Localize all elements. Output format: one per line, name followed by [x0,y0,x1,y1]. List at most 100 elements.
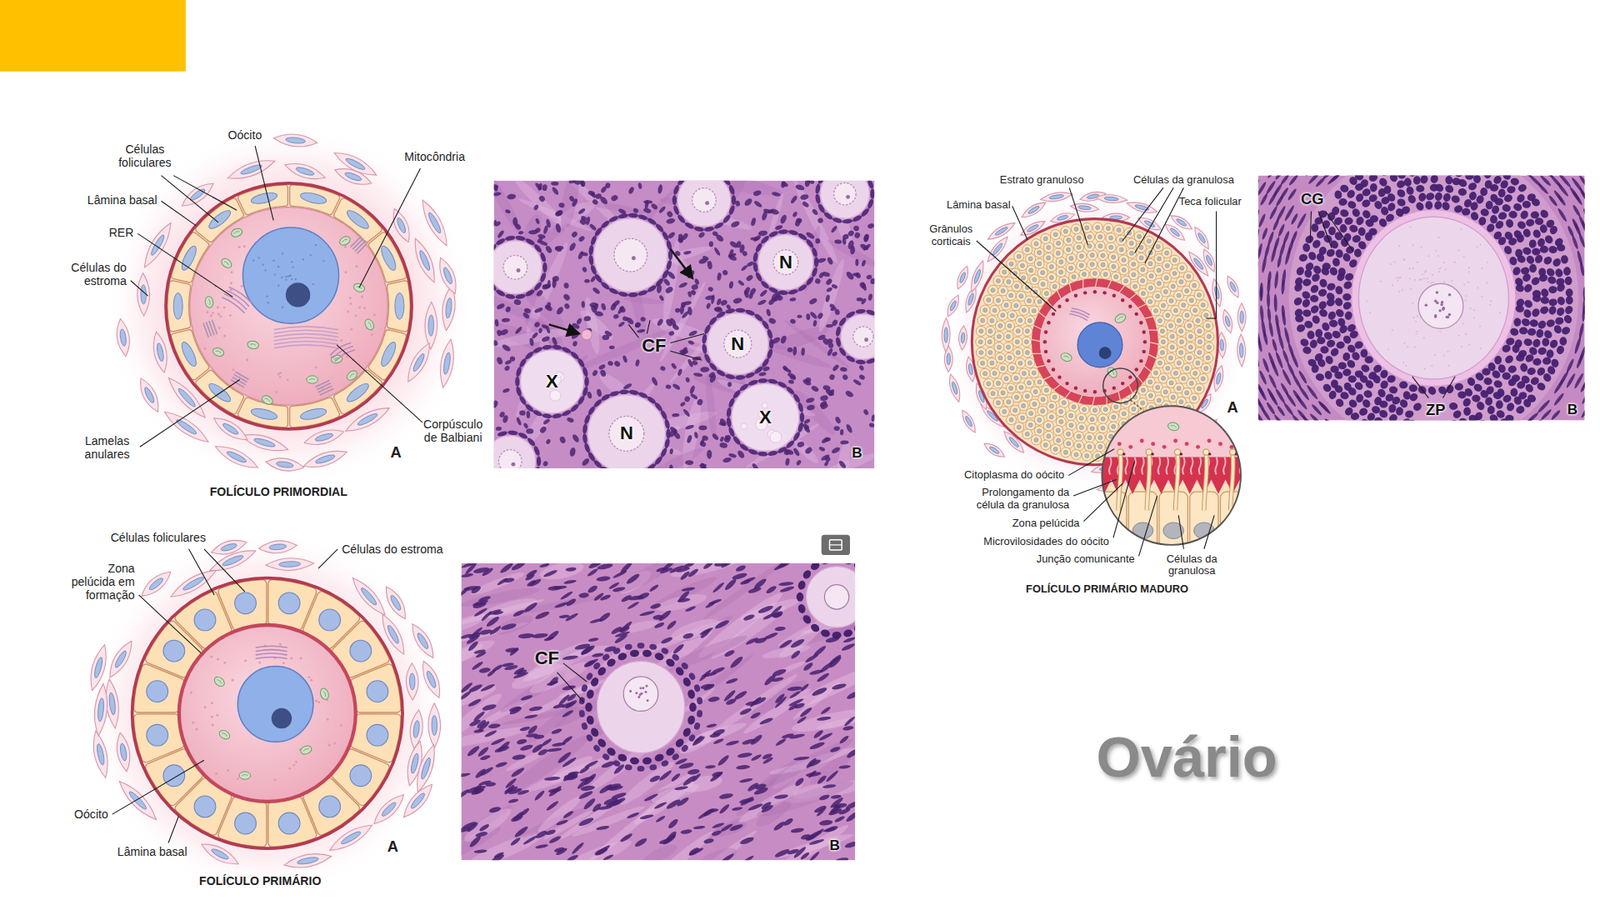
cell-nucleus [791,210,798,218]
chromatin [252,260,255,262]
cell-nucleus [792,447,801,457]
cell-nucleus [494,185,499,192]
cell-nucleus [1063,450,1068,455]
cell-nucleus [514,325,524,335]
cell-nucleus [278,592,300,615]
cell-nucleus [1173,308,1178,313]
cell-nucleus [163,765,185,787]
mitochondrion [1105,365,1120,380]
granulosa-cell [1003,331,1014,342]
vesicle [226,769,230,772]
granulosa-cell [983,295,994,305]
granulosa-cell [994,342,1005,353]
cell-nucleus [736,449,746,460]
cell-nucleus [155,342,165,362]
granulosa-cell [1010,373,1021,384]
microvillus [1190,457,1193,475]
cell-nucleus [676,368,683,377]
stroma-cell [425,301,438,350]
microvillus [1182,457,1185,475]
cell-nucleus [781,365,789,372]
stroma-cell [212,440,261,473]
granulosa-cell [975,347,986,358]
cell-nucleus [426,211,443,235]
cell-nucleus [1165,250,1170,255]
cell-nucleus [780,180,790,189]
cell-nucleus [959,271,967,284]
membrane-stack [1070,307,1090,321]
granulosa-cell [1203,352,1214,363]
cell-nucleus [830,283,838,290]
cell-nucleus [1049,194,1065,200]
cell-nucleus [1100,425,1105,430]
cell-nucleus [1160,303,1165,308]
cell-body [331,147,380,181]
stroma-cell [301,445,349,472]
vesicle [288,767,291,770]
cell-nucleus [599,369,607,378]
cell-nucleus [814,277,822,285]
cell-nucleus [750,217,757,227]
granulosa-cell [1200,363,1211,374]
cell-nucleus [550,336,558,346]
cell-nucleus [530,331,539,340]
cell-nucleus [621,355,628,364]
cell-nucleus [759,289,769,298]
granulosa-cell [1034,247,1045,258]
cell-nucleus [580,180,587,188]
cell-nucleus [779,214,788,225]
cell-nucleus [1129,240,1134,245]
cell-nucleus [356,411,380,427]
cortical-granule [1120,298,1125,302]
chromatin [281,306,284,309]
stroma-cell [1095,193,1128,205]
cell-nucleus [1037,429,1042,434]
cortical-granule [1142,330,1146,334]
cell-nucleus [1146,239,1151,244]
cell-nucleus [818,271,825,280]
cell-nucleus [554,209,565,218]
cell-body [273,131,319,149]
cell-nucleus [538,194,547,203]
cell-process [1030,339,1042,342]
cell-body [139,220,176,271]
cell-nucleus [609,345,615,350]
cell-body [1236,334,1246,367]
follicular-cell [386,280,410,332]
chromatin [258,256,260,259]
cell-nucleus [727,381,732,387]
cell-nucleus [800,347,805,356]
inset-magnification [1096,404,1249,555]
cell-nucleus [1010,313,1015,318]
granulosa-cell [1015,382,1026,393]
cell-nucleus [441,266,454,285]
cell-nucleus [803,418,811,425]
cell-nucleus [944,327,949,343]
mitochondrion [1060,351,1074,363]
cell-nucleus [366,680,389,703]
cell-nucleus [1160,340,1165,345]
cell-nucleus [1071,405,1076,410]
cell-nucleus [852,225,860,233]
cell-nucleus [1016,254,1021,259]
stroma-cell [258,539,298,555]
cell-nucleus [534,306,545,314]
granulosa-cell [1037,405,1048,416]
mitochondrion-body [319,687,330,701]
cell-nucleus [589,302,599,309]
cell-nucleus [1027,205,1040,215]
stroma-cell [302,425,346,450]
cell-nucleus [1090,253,1095,258]
nucleolus [1099,346,1112,360]
stroma-cell [407,620,439,662]
cell-nucleus [595,388,602,397]
cell-nucleus [841,233,850,241]
cell-nucleus [808,296,819,305]
granulosa-cell [1185,331,1196,342]
cell-nucleus [788,379,795,385]
cortical-granule [1128,305,1132,309]
cell-nucleus [1168,355,1173,360]
cell-body [380,583,410,622]
mitochondrion [220,256,234,270]
granulosa-cell [1050,444,1061,455]
